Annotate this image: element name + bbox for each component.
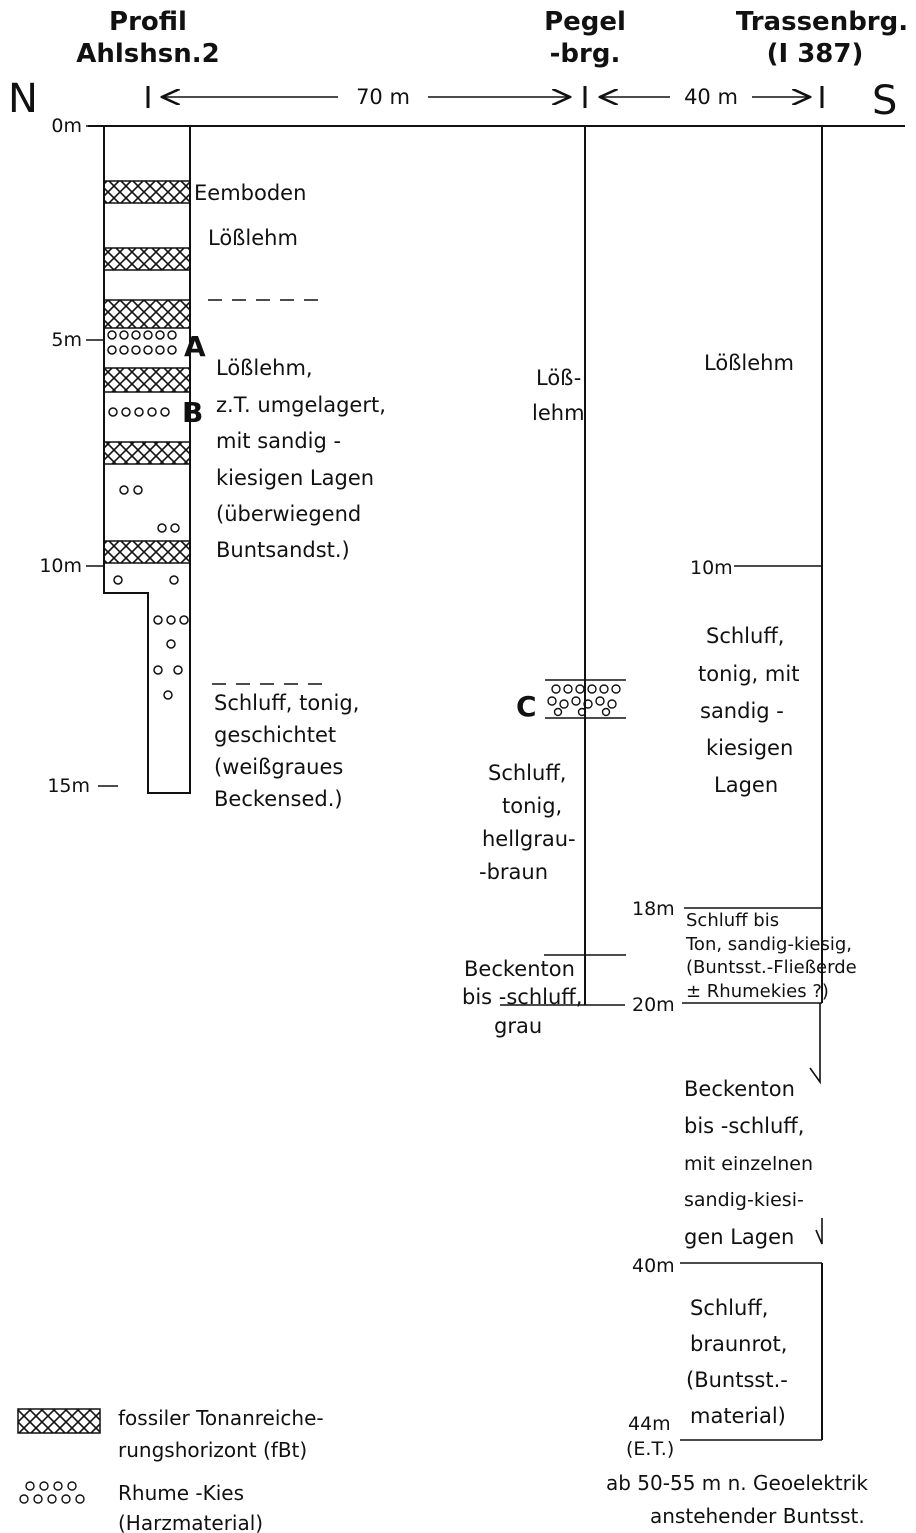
depth-10m: 10m [39,555,82,577]
marker-b: B [182,396,203,429]
svg-text:Beckensed.): Beckensed.) [214,787,343,811]
header-profile-2-line-2: -brg. [550,39,621,69]
fbt-band-5 [104,442,190,464]
header-profile-1: Profil Ahlshsn.2 [76,7,219,69]
svg-text:(Buntsst.-Fließerde: (Buntsst.-Fließerde [686,957,857,978]
header-profile-3-line-2: (I 387) [767,39,864,69]
svg-text:bis -schluff,: bis -schluff, [462,985,582,1009]
marker-a: A [184,330,206,363]
header-profile-3: Trassenbrg. (I 387) [736,7,908,69]
profile-1-bottom-text: Schluff, tonig, geschichtet (weißgraues … [214,691,359,811]
svg-text:Schluff,: Schluff, [488,761,566,785]
legend-item-2-line-1: Rhume -Kies [118,1481,244,1505]
svg-text:ab 50-55 m n. Geoelektrik: ab 50-55 m n. Geoelektrik [606,1471,868,1495]
svg-text:anstehender Buntsst.: anstehender Buntsst. [650,1504,865,1528]
profile-1-column [104,126,190,793]
svg-text:material): material) [690,1404,786,1428]
profile-3-loesslehm: Lößlehm [704,351,794,375]
profile-2-schluff-text: Schluff, tonig, hellgrau- -braun [479,761,576,884]
svg-text:(Buntsst.-: (Buntsst.- [686,1368,788,1392]
svg-text:mit sandig -: mit sandig - [216,429,341,453]
legend-xhatch-swatch [18,1409,100,1433]
svg-text:Lagen: Lagen [714,773,778,797]
svg-text:lehm: lehm [532,401,585,425]
svg-text:Ton, sandig-kiesig,: Ton, sandig-kiesig, [685,934,852,955]
svg-text:-braun: -braun [479,860,548,884]
legend-gravel-swatch [20,1482,84,1503]
depth-p3-44m: 44m [628,1413,671,1435]
svg-text:grau: grau [494,1014,542,1038]
depth-5m: 5m [51,329,82,351]
svg-text:Schluff bis: Schluff bis [686,910,779,931]
depth-p3-18m: 18m [632,898,675,920]
svg-text:± Rhumekies ?): ± Rhumekies ?) [686,981,829,1002]
header-profile-1-line-2: Ahlshsn.2 [76,39,219,69]
fbt-band-4 [104,368,190,392]
svg-text:(weißgraues: (weißgraues [214,755,343,779]
svg-text:hellgrau-: hellgrau- [482,827,576,851]
distance-label-40m: 40 m [684,85,738,109]
svg-text:braunrot,: braunrot, [690,1332,787,1356]
svg-text:Löß-: Löß- [536,366,581,390]
depth-p3-40m: 40m [632,1255,675,1277]
svg-text:Schluff, tonig,: Schluff, tonig, [214,691,359,715]
svg-text:z.T. umgelagert,: z.T. umgelagert, [216,393,386,417]
profile-3-schluff-3-text: Schluff, braunrot, (Buntsst.- material) [686,1296,788,1428]
header-profile-1-line-1: Profil [109,7,187,37]
svg-text:gen Lagen: gen Lagen [684,1225,794,1249]
svg-text:tonig,: tonig, [502,794,562,818]
depth-0m: 0m [51,115,82,137]
svg-text:(überwiegend: (überwiegend [216,502,361,526]
legend-item-1-line-1: fossiler Tonanreiche- [118,1406,324,1430]
distance-arrows: 70 m 40 m [148,85,822,109]
header-profile-3-line-1: Trassenbrg. [736,7,908,37]
depth-p3-10m: 10m [690,557,733,579]
svg-text:Beckenton: Beckenton [684,1077,795,1101]
profile-3-schluff-1-text: Schluff, tonig, mit sandig - kiesigen La… [698,624,799,797]
header-profile-2-line-1: Pegel [544,7,626,37]
depth-p3-20m: 20m [632,994,675,1016]
legend: fossiler Tonanreiche- rungshorizont (fBt… [18,1406,324,1533]
marker-c: C [516,690,537,723]
distance-label-70m: 70 m [356,85,410,109]
svg-text:Schluff,: Schluff, [706,624,784,648]
legend-item-2-line-2: (Harzmaterial) [118,1511,263,1533]
profile-3-depth-scale: 10m 18m 20m 40m 44m (E.T.) [626,557,733,1460]
svg-text:Schluff,: Schluff, [690,1296,768,1320]
legend-item-1-line-2: rungshorizont (fBt) [118,1438,307,1462]
profile-3-beckenton-text: Beckenton bis -schluff, mit einzelnen sa… [684,1077,813,1249]
svg-text:sandig -: sandig - [700,699,784,723]
svg-text:sandig-kiesi-: sandig-kiesi- [684,1189,804,1211]
depth-15m: 15m [47,775,90,797]
svg-text:Buntsandst.): Buntsandst.) [216,538,350,562]
fbt-band-1 [104,181,190,203]
eemboden-label: Eemboden [194,181,306,205]
header-profile-2: Pegel -brg. [544,7,626,69]
fbt-band-2 [104,248,190,270]
profile-3-footer-text: ab 50-55 m n. Geoelektrik anstehender Bu… [606,1471,868,1528]
svg-text:geschichtet: geschichtet [214,723,336,747]
loesslehm-top-label: Lößlehm [208,226,298,250]
profile-2-beckenton-text: Beckenton bis -schluff, grau [462,957,582,1038]
svg-text:kiesigen Lagen: kiesigen Lagen [216,466,374,490]
svg-text:Lößlehm,: Lößlehm, [216,356,313,380]
svg-text:kiesigen: kiesigen [706,736,793,760]
fbt-band-6 [104,541,190,563]
profile-3-schluff-2-text: Schluff bis Ton, sandig-kiesig, (Buntsst… [685,910,857,1002]
svg-text:mit einzelnen: mit einzelnen [684,1153,813,1175]
svg-text:Beckenton: Beckenton [464,957,575,981]
svg-text:tonig, mit: tonig, mit [698,662,799,686]
fbt-band-3 [104,300,190,328]
north-label: N [8,76,38,122]
profile-1-middle-text: Lößlehm, z.T. umgelagert, mit sandig - k… [216,356,386,562]
profile-2-loess-text: Löß- lehm [532,366,585,425]
depth-p3-et: (E.T.) [626,1438,674,1460]
south-label: S [872,78,897,124]
svg-text:bis -schluff,: bis -schluff, [684,1114,804,1138]
